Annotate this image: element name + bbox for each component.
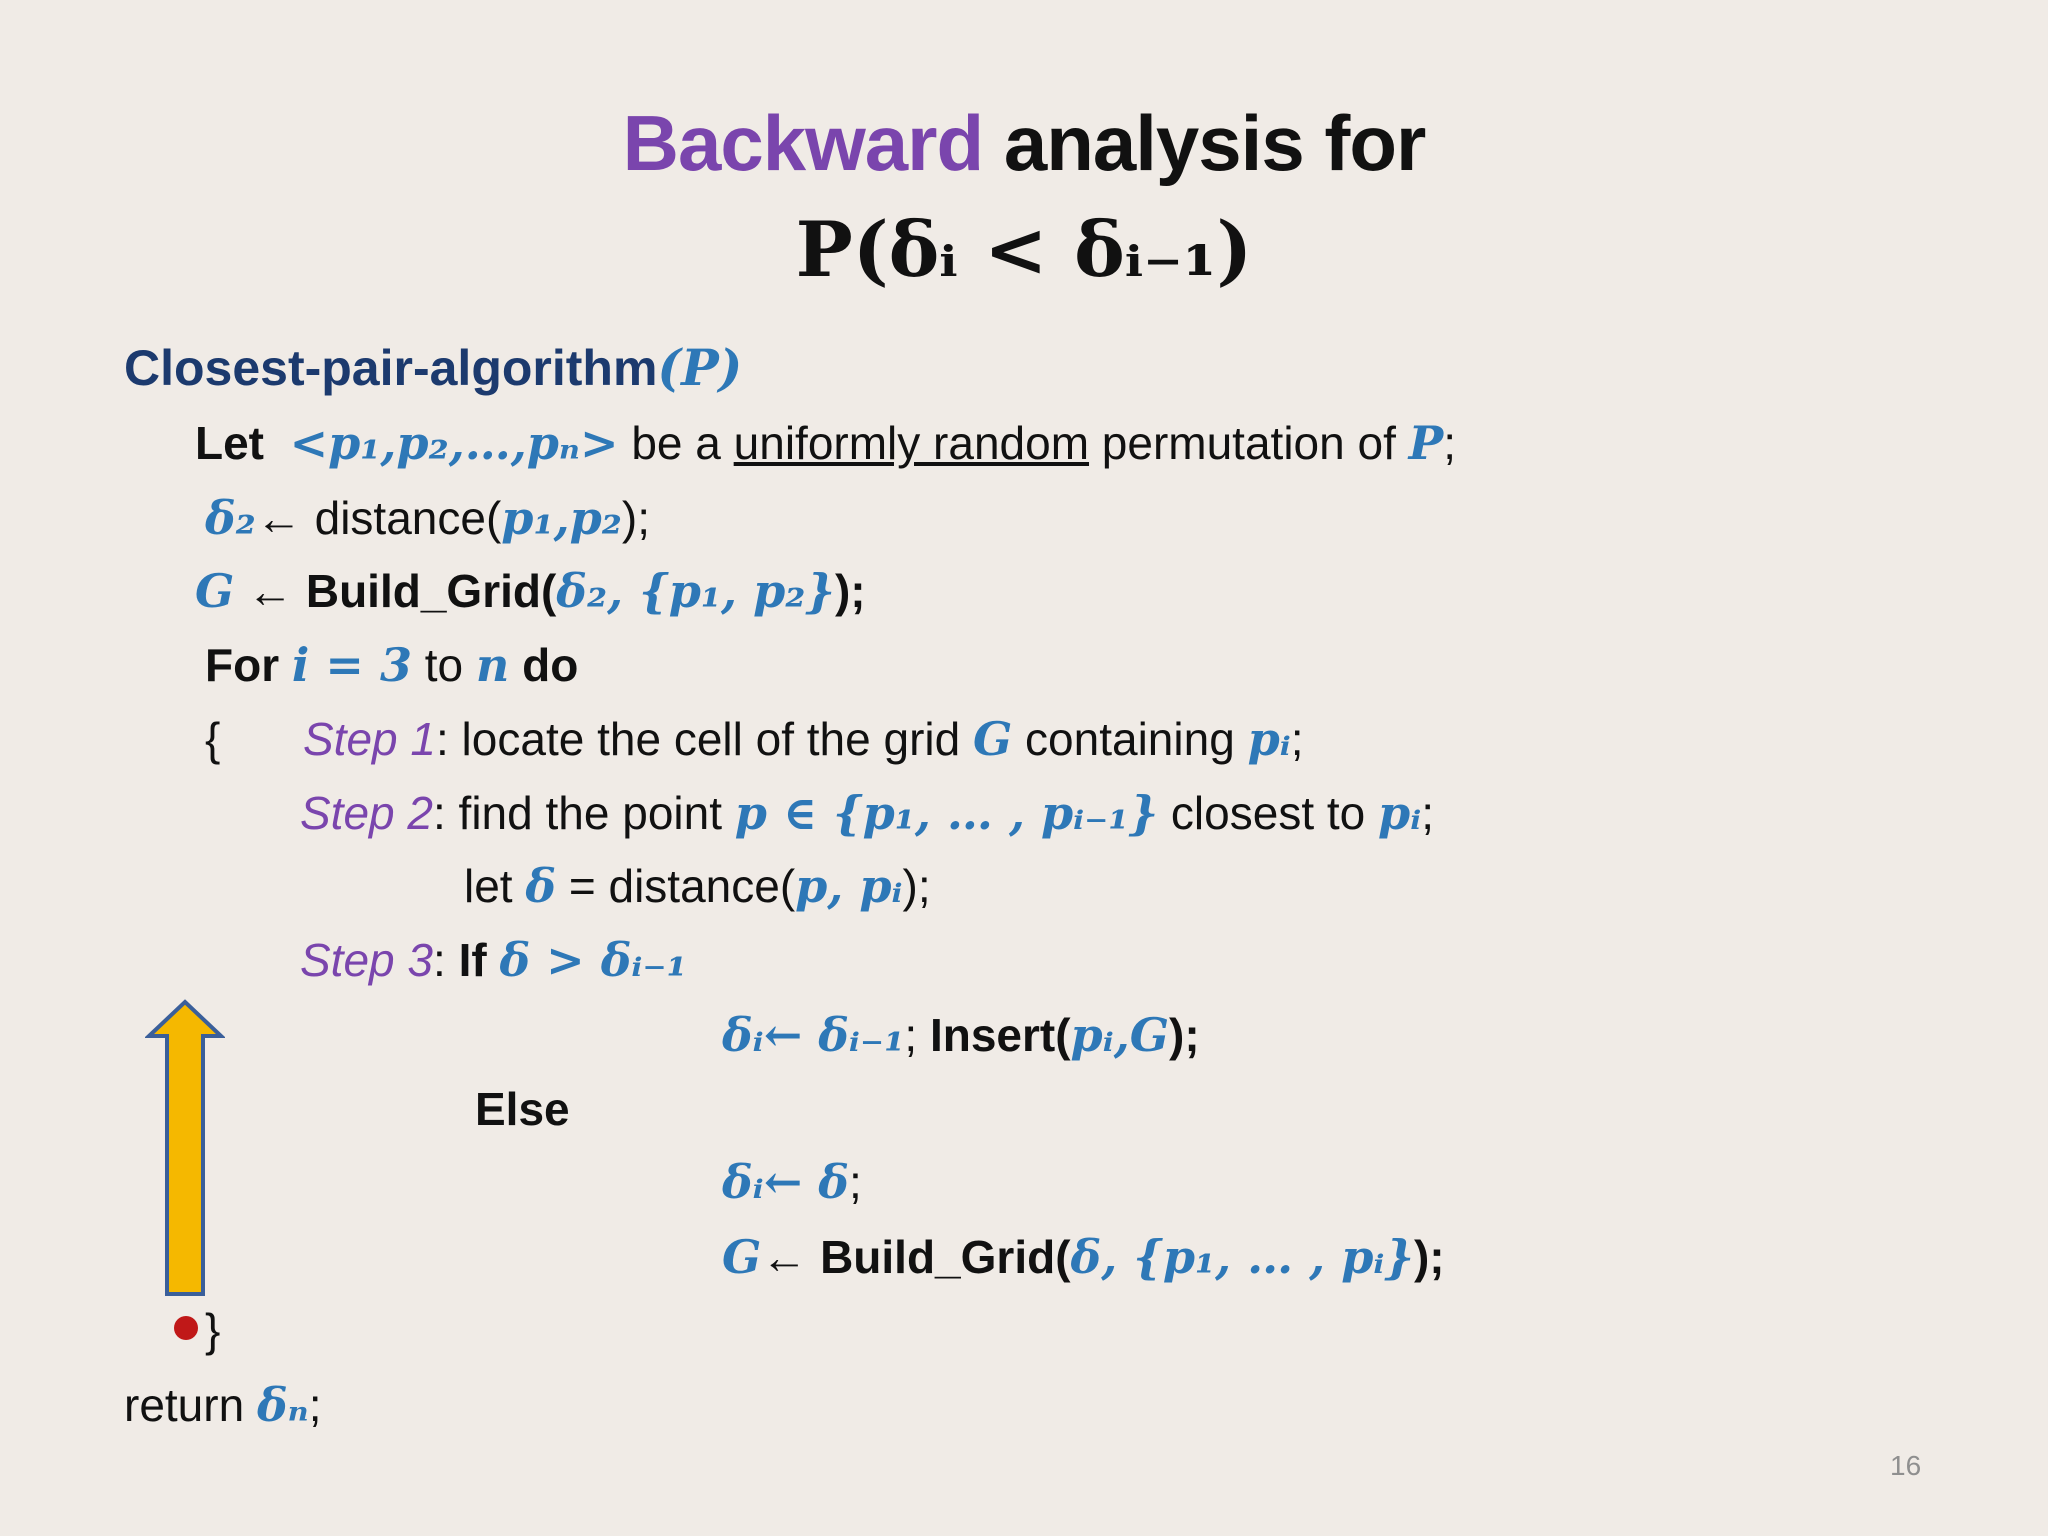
step3-if: If xyxy=(458,934,500,986)
let-sequence: <p₁,p₂,…,pₙ> xyxy=(289,416,619,470)
then-end: ); xyxy=(1169,1009,1200,1061)
step2-end: ; xyxy=(1421,787,1434,839)
return-keyword: return xyxy=(124,1379,257,1431)
slide-title: Backward analysis for xyxy=(0,98,2048,189)
build-grid-line: G ← Build_Grid(δ₂, {p₁, p₂}); xyxy=(195,566,866,617)
return-line: return δₙ; xyxy=(124,1380,321,1431)
step3-condition: δ > δᵢ₋₁ xyxy=(499,933,687,987)
step1-pi: pᵢ xyxy=(1247,712,1291,766)
let-delta-line: let δ = distance(p, pᵢ); xyxy=(464,861,931,912)
page-number: 16 xyxy=(1890,1450,1922,1481)
grid-args: δ₂, {p₁, p₂} xyxy=(556,564,835,618)
let-keyword: Let xyxy=(195,417,264,469)
else-assign-line: δᵢ← δ; xyxy=(722,1157,862,1208)
close-brace: } xyxy=(205,1304,221,1356)
heading-name: Closest-pair-algorithm xyxy=(124,340,658,396)
let-text-b: permutation of xyxy=(1089,417,1409,469)
let-set-P: P xyxy=(1408,416,1444,470)
step2-set: p ∈ {p₁, … , pᵢ₋₁} xyxy=(734,786,1159,840)
else-call: ← Build_Grid( xyxy=(761,1231,1071,1283)
let2-delta: δ xyxy=(525,859,557,913)
step1-end: ; xyxy=(1290,713,1304,765)
for-do: do xyxy=(509,639,579,691)
let2-args: p, pᵢ xyxy=(795,859,903,913)
step2-line: Step 2: find the point p ∈ {p₁, … , pᵢ₋₁… xyxy=(300,788,1434,839)
step3-colon: : xyxy=(433,934,459,986)
delta2-line: δ₂← distance(p₁,p₂); xyxy=(205,493,650,544)
delta2-text: ← distance( xyxy=(255,492,502,544)
up-arrow-icon xyxy=(145,999,225,1296)
let-line: Let <p₁,p₂,…,pₙ> be a uniformly random p… xyxy=(195,418,1456,469)
grid-call: ← Build_Grid( xyxy=(234,565,557,617)
for-line: For i = 3 to n do xyxy=(205,640,578,691)
then-sep: ; xyxy=(904,1009,930,1061)
else-args: δ, {p₁, … , pᵢ} xyxy=(1070,1230,1414,1284)
step1-label: Step 1 xyxy=(303,713,436,765)
let-end: ; xyxy=(1443,417,1457,469)
title-highlight: Backward xyxy=(622,99,985,187)
open-brace: { xyxy=(205,713,221,765)
title-formula: P(δᵢ < δᵢ₋₁) xyxy=(795,205,1253,294)
for-init: i = 3 xyxy=(291,638,412,692)
title-rest: analysis for xyxy=(983,99,1427,187)
for-keyword: For xyxy=(205,639,292,691)
step2-label: Step 2 xyxy=(300,787,433,839)
else-end: ; xyxy=(848,1156,862,1208)
step1-line: Step 1: locate the cell of the grid G co… xyxy=(303,714,1304,765)
heading-arg: (P) xyxy=(657,338,743,397)
let2-text2: = distance( xyxy=(556,860,796,912)
step1-text: : locate the cell of the grid xyxy=(436,713,973,765)
step1-grid: G xyxy=(972,712,1013,766)
let2-text: let xyxy=(464,860,526,912)
delta2-end: ); xyxy=(621,492,651,544)
for-to: to xyxy=(411,639,476,691)
grid-symbol: G xyxy=(195,564,235,618)
let-text-a: be a xyxy=(618,417,734,469)
let-underlined: uniformly random xyxy=(733,417,1090,469)
red-marker-dot xyxy=(174,1316,198,1340)
then-insert: Insert( xyxy=(929,1009,1071,1061)
then-args: pᵢ,G xyxy=(1070,1008,1169,1062)
step3-line: Step 3: If δ > δᵢ₋₁ xyxy=(300,935,687,986)
else-call-end: ); xyxy=(1413,1231,1445,1283)
let2-end: ); xyxy=(902,860,931,912)
then-assign: δᵢ← δᵢ₋₁ xyxy=(722,1008,905,1062)
step3-label: Step 3 xyxy=(300,934,433,986)
else-assign: δᵢ← δ xyxy=(722,1155,849,1209)
then-line: δᵢ← δᵢ₋₁; Insert(pᵢ,G); xyxy=(722,1010,1200,1061)
else-keyword: Else xyxy=(475,1083,570,1135)
step1-text2: containing xyxy=(1012,713,1248,765)
delta2-args: p₁,p₂ xyxy=(501,491,622,545)
else-rebuild-line: G← Build_Grid(δ, {p₁, … , pᵢ}); xyxy=(722,1232,1445,1283)
algorithm-heading: Closest-pair-algorithm(P) xyxy=(124,340,742,396)
return-value: δₙ xyxy=(256,1378,309,1432)
grid-end: ); xyxy=(834,565,866,617)
step2-text: : find the point xyxy=(433,787,735,839)
for-n: n xyxy=(475,638,510,692)
else-grid-symbol: G xyxy=(722,1230,762,1284)
step2-pi: pᵢ xyxy=(1378,786,1422,840)
delta2-symbol: δ₂ xyxy=(205,491,256,545)
step2-text2: closest to xyxy=(1158,787,1379,839)
return-end: ; xyxy=(308,1379,322,1431)
